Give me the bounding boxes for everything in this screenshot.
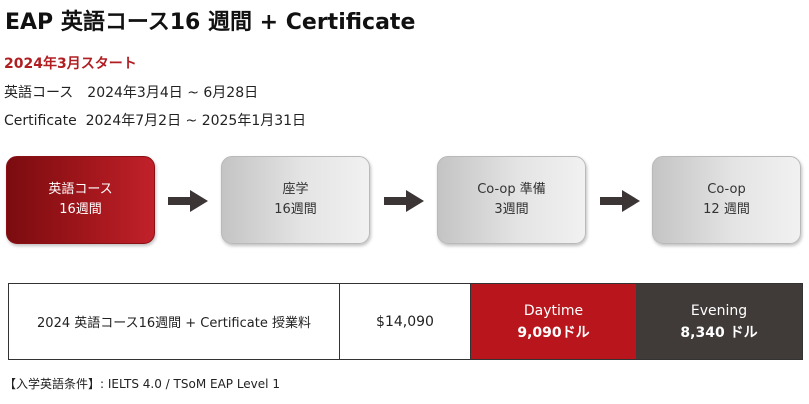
step-title: Co-op: [707, 182, 746, 197]
tuition-label: 2024 英語コース16週間 + Certificate 授業料: [9, 284, 340, 359]
daytime-label: Daytime: [523, 302, 584, 319]
start-date-label: 2024年3月スタート: [4, 56, 137, 72]
step-title: 英語コース: [48, 182, 113, 197]
step-title: Co-op 準備: [477, 182, 546, 197]
admission-requirement: 【入学英語条件】: IELTS 4.0 / TSoM EAP Level 1: [4, 377, 280, 391]
arrow-right-icon: [168, 190, 208, 212]
evening-fee-cell: Evening 8,340 ドル: [636, 284, 802, 359]
arrow-right-icon: [384, 190, 424, 212]
step-duration: 12 週間: [703, 202, 750, 217]
tuition-fee-table: 2024 英語コース16週間 + Certificate 授業料 $14,090…: [8, 283, 803, 360]
evening-label: Evening: [690, 302, 748, 319]
daytime-fee-cell: Daytime 9,090ドル: [471, 284, 636, 359]
daytime-amount: 9,090ドル: [517, 324, 590, 341]
arrow-right-icon: [600, 190, 640, 212]
certificate-schedule: Certificate 2024年7月2日 ~ 2025年1月31日: [4, 113, 307, 129]
step-duration: 16週間: [274, 202, 317, 217]
evening-amount: 8,340 ドル: [680, 324, 758, 341]
step-title: 座学: [282, 182, 309, 197]
step-duration: 3週間: [494, 202, 529, 217]
step-classroom: 座学 16週間: [221, 156, 370, 244]
step-duration: 16週間: [59, 202, 102, 217]
tuition-price: $14,090: [340, 284, 471, 359]
english-course-schedule: 英語コース 2024年3月4日 ~ 6月28日: [4, 85, 259, 101]
step-english-course: 英語コース 16週間: [6, 156, 155, 244]
page-title: EAP 英語コース16 週間 + Certificate: [5, 10, 416, 35]
step-coop: Co-op 12 週間: [652, 156, 801, 244]
step-coop-prep: Co-op 準備 3週間: [437, 156, 586, 244]
